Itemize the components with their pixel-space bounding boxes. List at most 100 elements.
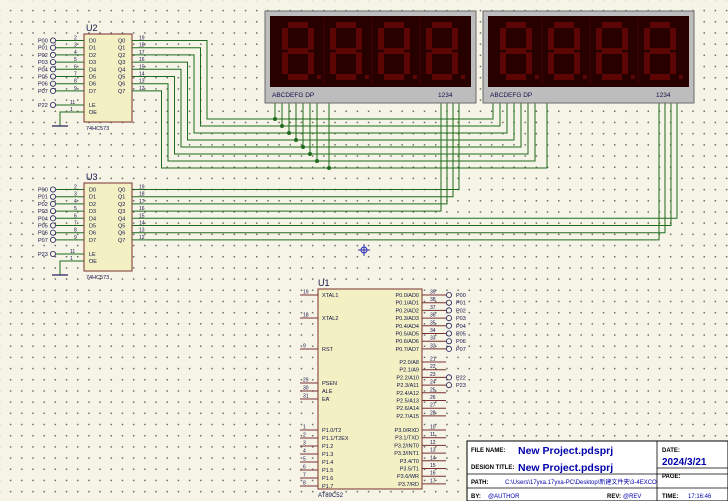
digit-segment [670, 52, 676, 74]
pin-name: P1.4 [322, 460, 333, 466]
port-terminal-icon [445, 374, 452, 381]
port-label: P23 [38, 252, 48, 258]
segment-bus-wire [155, 47, 283, 127]
display-2-digit-label: 1234 [656, 92, 671, 99]
pin-number: 9 [74, 235, 77, 241]
port-terminal-icon [445, 330, 452, 337]
pin-number: 9 [303, 344, 306, 350]
port-terminal-icon [445, 338, 452, 345]
pin-number: 12 [139, 86, 145, 92]
pin-number: 31 [303, 394, 309, 400]
pin-name: P3.5/T1 [400, 467, 419, 473]
seven-segment-display-2[interactable]: ABCDEFG DP 1234 [482, 10, 695, 104]
pin-number: 8 [74, 228, 77, 234]
digit-segment [506, 22, 526, 28]
pin-number: 6 [74, 64, 77, 70]
decimal-point [365, 75, 369, 79]
pin-name: D7 [89, 238, 96, 244]
pin-name: Q6 [118, 231, 125, 237]
by-label: BY: [471, 494, 481, 500]
pin-number: 14 [139, 72, 145, 78]
pin-name: P3.6/WR [397, 474, 419, 480]
pin-name: Q7 [118, 89, 125, 95]
pin-number: 18 [139, 192, 145, 198]
junction-dot [327, 166, 331, 170]
pin-number: 11 [70, 249, 75, 255]
port-terminal-icon [445, 382, 452, 389]
pin-name: D1 [89, 46, 96, 52]
pin-name: P1.5 [322, 468, 333, 474]
pin-number: 5 [74, 57, 77, 63]
port-terminal-icon [50, 87, 57, 94]
pin-name: P1.1/T2EX [322, 436, 349, 442]
pin-name: D4 [89, 216, 96, 222]
pin-name: P0.3/AD3 [395, 316, 419, 322]
digit-segment [548, 52, 554, 74]
pin-name: Q0 [118, 39, 125, 45]
pin-number: 25 [430, 387, 436, 393]
port-terminal-icon [50, 208, 57, 215]
pin-name: P0.1/AD1 [395, 301, 419, 307]
wire-layer [155, 40, 678, 241]
digit-select-wire [155, 103, 448, 205]
port-terminal-icon [445, 345, 452, 352]
pin-number: 15 [139, 213, 145, 219]
pin-number: 9 [74, 86, 77, 92]
digit-segment [506, 48, 526, 54]
pin-number: 2 [74, 185, 77, 191]
segment-bus-wire [155, 61, 297, 141]
pin-name: RST [322, 347, 334, 353]
digit-select-wire [155, 103, 442, 212]
digit-segment [426, 52, 432, 74]
pin-number: 3 [303, 441, 306, 447]
design-title-label: DESIGN TITLE: [471, 465, 514, 471]
port-terminal-icon [50, 80, 57, 87]
digit-select-wire [155, 103, 454, 198]
pin-number: 12 [430, 440, 436, 446]
by-value: @AUTHOR [488, 494, 520, 500]
digit-segment [452, 28, 458, 50]
pin-name: Q7 [118, 238, 125, 244]
digit-segment [548, 28, 554, 50]
digit-segment [426, 28, 432, 50]
seven-segment-display-1[interactable]: ABCDEFG DP 1234 [264, 10, 477, 104]
pin-name: OE [89, 110, 97, 116]
digit-segment [330, 52, 336, 74]
junction-dot [308, 152, 312, 156]
u1-body [317, 288, 423, 490]
digit-segment [336, 48, 356, 54]
display-1-digit-label: 1234 [438, 92, 453, 99]
digit-select-wire [155, 103, 660, 241]
pin-number: 39 [430, 290, 436, 296]
pin-number: 14 [430, 455, 436, 461]
pin-name: D6 [89, 231, 96, 237]
port-terminal-icon [50, 229, 57, 236]
pin-number: 18 [139, 43, 145, 49]
port-terminal-icon [445, 299, 452, 306]
port-terminal-icon [50, 215, 57, 222]
pin-number: 18 [303, 313, 309, 319]
u1-microcontroller-chip[interactable]: U1 19XTAL118XTAL29RST29PSEN30ALE31EA1P1.… [300, 278, 466, 499]
pin-name: LE [89, 252, 96, 258]
pin-number: 24 [430, 380, 436, 386]
digit-segment [500, 28, 506, 50]
pin-number: 19 [139, 36, 145, 42]
pin-name: P2.0/A8 [399, 360, 419, 366]
digit-segment [378, 52, 384, 74]
digit-segment [554, 22, 574, 28]
u3-body [83, 182, 133, 272]
junction-dot [280, 124, 284, 128]
pin-name: Q4 [118, 67, 125, 73]
port-label: P00 [456, 293, 466, 299]
port-label: P06 [38, 82, 48, 88]
pin-number: 7 [74, 221, 77, 227]
pin-name: OE [89, 259, 97, 265]
digit-segment [670, 28, 676, 50]
digit-segment [596, 28, 602, 50]
pin-name: Q2 [118, 202, 125, 208]
segment-bus-wire [282, 103, 501, 127]
port-terminal-icon [445, 307, 452, 314]
pin-name: P3.4/T0 [400, 459, 419, 465]
